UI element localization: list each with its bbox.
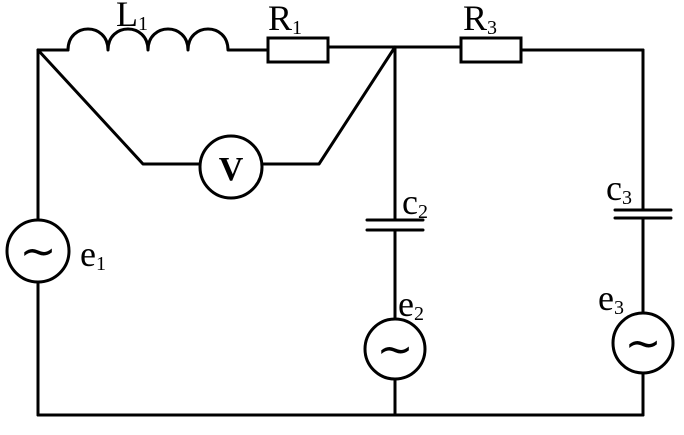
source-e2: ~ <box>363 317 427 381</box>
source-e1-symbol: ~ <box>20 226 57 277</box>
label-e2: e2 <box>398 284 424 325</box>
source-e3-symbol: ~ <box>625 318 662 369</box>
voltmeter-symbol: V <box>219 151 244 188</box>
resistor-r1 <box>266 36 330 64</box>
wires <box>36 45 645 417</box>
label-r3: R3 <box>463 0 497 39</box>
label-c2: c2 <box>402 182 428 223</box>
source-e3: ~ <box>611 311 675 375</box>
wire-voltmeter-right <box>260 45 397 166</box>
capacitor-c3 <box>613 208 673 220</box>
voltmeter: V <box>198 134 264 200</box>
label-l1: L1 <box>116 0 148 35</box>
resistor-r3 <box>459 36 523 64</box>
label-e1: e1 <box>80 234 106 275</box>
source-e2-symbol: ~ <box>377 324 414 375</box>
inductor-l1 <box>66 27 234 52</box>
label-e3: e3 <box>598 278 624 319</box>
source-e1: ~ <box>5 218 71 284</box>
capacitor-c2 <box>365 218 425 232</box>
label-c3: c3 <box>606 168 632 209</box>
wire-voltmeter-left <box>36 48 202 166</box>
label-r1: R1 <box>268 0 302 39</box>
